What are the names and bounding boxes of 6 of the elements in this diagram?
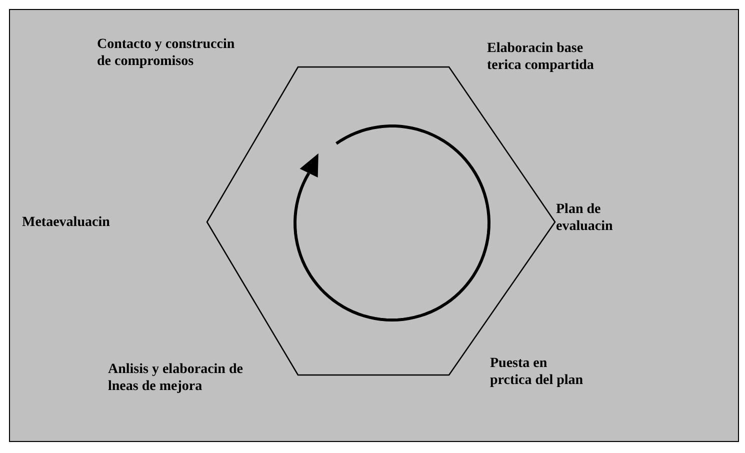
stage-label: Anlisis y elaboracin de lneas de mejora bbox=[108, 361, 244, 395]
stage-label: Plan de evaluacin bbox=[556, 201, 614, 235]
stage-label: Puesta en prctica del plan bbox=[490, 355, 584, 389]
stage-label: Contacto y construccin de compromisos bbox=[97, 36, 236, 70]
stage-label: Elaboracin base terica compartida bbox=[487, 40, 595, 74]
stage-label: Metaevaluacin bbox=[22, 214, 111, 231]
